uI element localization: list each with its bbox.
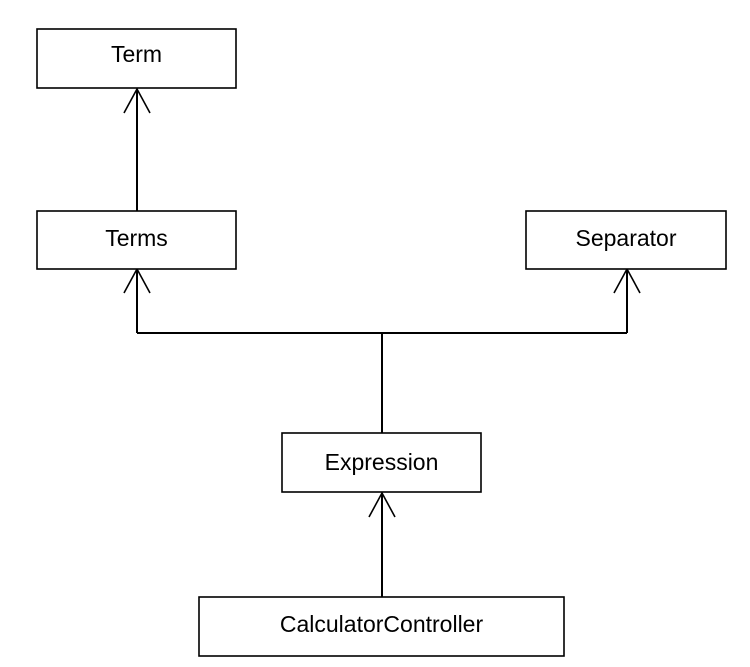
node-expression: Expression	[281, 432, 482, 493]
calculatorcontroller-label: CalculatorController	[280, 611, 484, 637]
expression-box	[281, 432, 482, 493]
node-separator: Separator	[525, 210, 727, 270]
terms-box	[36, 210, 237, 270]
separator-box	[525, 210, 727, 270]
terms-label: Terms	[105, 225, 168, 251]
edge-terms-to-term	[123, 87, 151, 211]
expression-label: Expression	[325, 449, 439, 475]
edge-calculatorcontroller-to-expression	[368, 491, 396, 597]
arrowhead-term	[123, 87, 151, 114]
arrowhead-expression	[368, 491, 396, 518]
calculatorcontroller-box	[198, 596, 565, 657]
node-term: Term	[36, 28, 237, 89]
term-box	[36, 28, 237, 89]
node-terms: Terms	[36, 210, 237, 270]
node-calculatorcontroller: CalculatorController	[198, 596, 565, 657]
edge-expression-to-terms-separator	[123, 267, 641, 433]
term-label: Term	[111, 41, 162, 67]
edges	[123, 87, 641, 597]
separator-label: Separator	[575, 225, 676, 251]
